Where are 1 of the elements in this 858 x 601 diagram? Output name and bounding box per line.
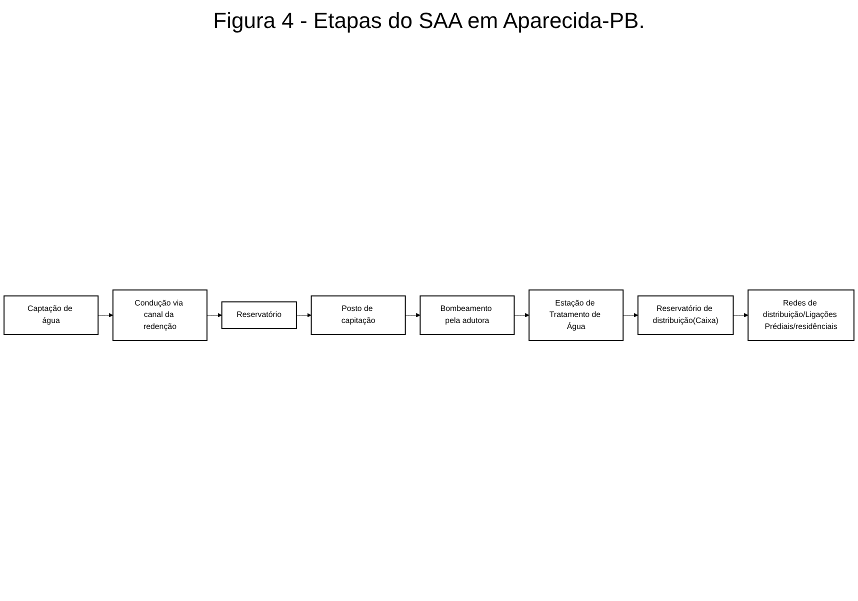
figure-title: Figura 4 - Etapas do SAA em Aparecida-PB. xyxy=(212,8,646,34)
